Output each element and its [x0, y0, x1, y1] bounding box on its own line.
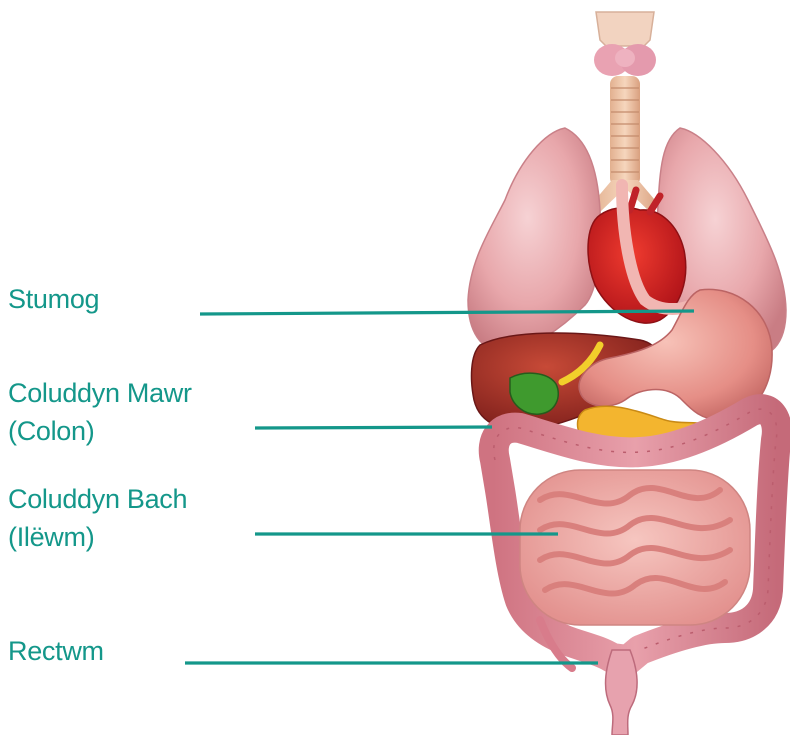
stomach-label: Stumog [8, 280, 99, 318]
ileum-label-line2: (Ilëwm) [8, 518, 187, 556]
rectum-shape [606, 650, 637, 735]
colon-label-line1: Coluddyn Mawr [8, 374, 192, 412]
left-lung-shape [468, 128, 600, 352]
rectum-label-line1: Rectwm [8, 632, 104, 670]
rectum-label: Rectwm [8, 632, 104, 670]
colon-label-line2: (Colon) [8, 412, 192, 450]
ileum-label-line1: Coluddyn Bach [8, 480, 187, 518]
colon-leader-line [255, 427, 492, 428]
ileum-label: Coluddyn Bach (Ilëwm) [8, 480, 187, 556]
stomach-label-line1: Stumog [8, 280, 99, 318]
small-intestine-shape [520, 470, 750, 625]
thyroid-shape [594, 12, 656, 76]
colon-label: Coluddyn Mawr (Colon) [8, 374, 192, 450]
